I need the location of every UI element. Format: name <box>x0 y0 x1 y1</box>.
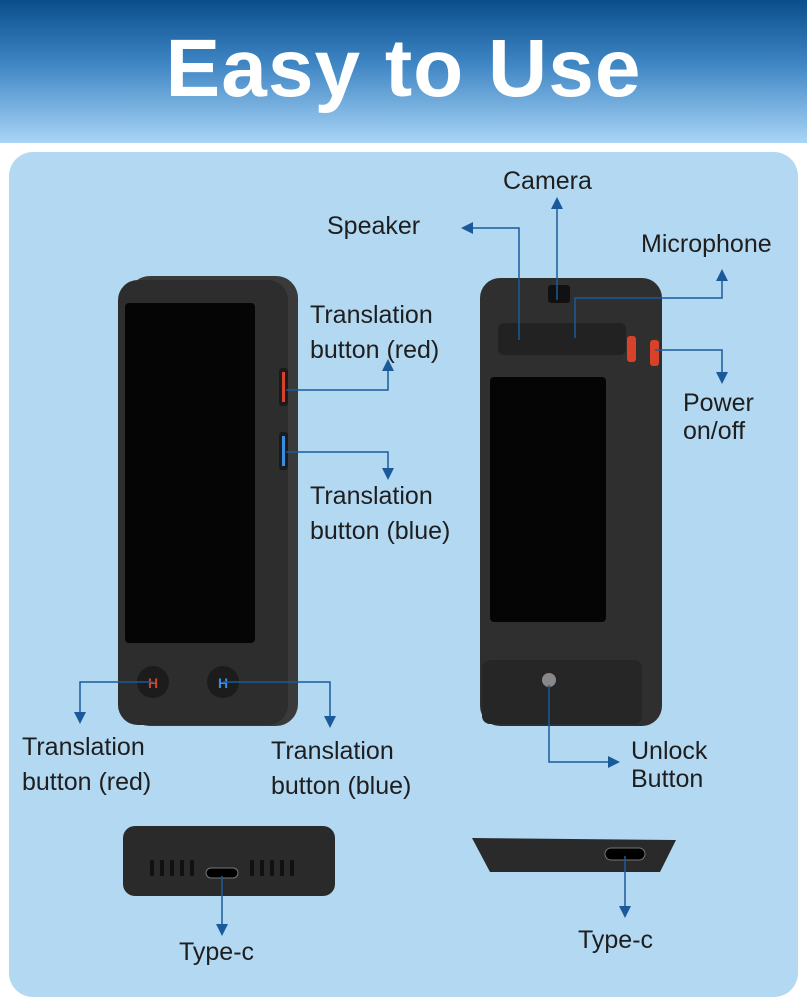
label-translation-red-front-1: Translation <box>22 733 145 761</box>
svg-text:H: H <box>148 675 158 691</box>
label-translation-blue-side-1: Translation <box>310 482 433 510</box>
label-camera: Camera <box>503 167 592 195</box>
camera-lens <box>548 285 570 303</box>
label-translation-red-side-2: button (red) <box>310 336 440 364</box>
label-unlock-2: Button <box>631 765 704 793</box>
label-translation-blue-front-1: Translation <box>271 737 394 765</box>
label-microphone: Microphone <box>641 230 772 258</box>
page-title: Easy to Use <box>165 23 642 114</box>
label-translation-blue-front-2: button (blue) <box>271 772 412 800</box>
device-bottom-right <box>472 838 676 872</box>
device-bottom-left <box>123 826 335 896</box>
header-banner: Easy to Use <box>0 0 807 143</box>
label-typec-right: Type-c <box>578 926 654 954</box>
label-unlock-1: Unlock <box>631 737 708 765</box>
device-back-view <box>480 278 662 726</box>
callout-lines <box>74 197 728 936</box>
label-translation-blue-side-2: button (blue) <box>310 517 451 545</box>
label-typec-left: Type-c <box>179 938 255 966</box>
device-front-view: H H <box>118 276 298 726</box>
svg-text:H: H <box>218 675 228 691</box>
label-translation-red-front-2: button (red) <box>22 768 152 796</box>
label-power-1: Power <box>683 389 754 417</box>
label-power-2: on/off <box>683 417 746 445</box>
screen <box>125 303 255 643</box>
label-speaker: Speaker <box>327 212 421 240</box>
label-translation-red-side-1: Translation <box>310 301 433 329</box>
